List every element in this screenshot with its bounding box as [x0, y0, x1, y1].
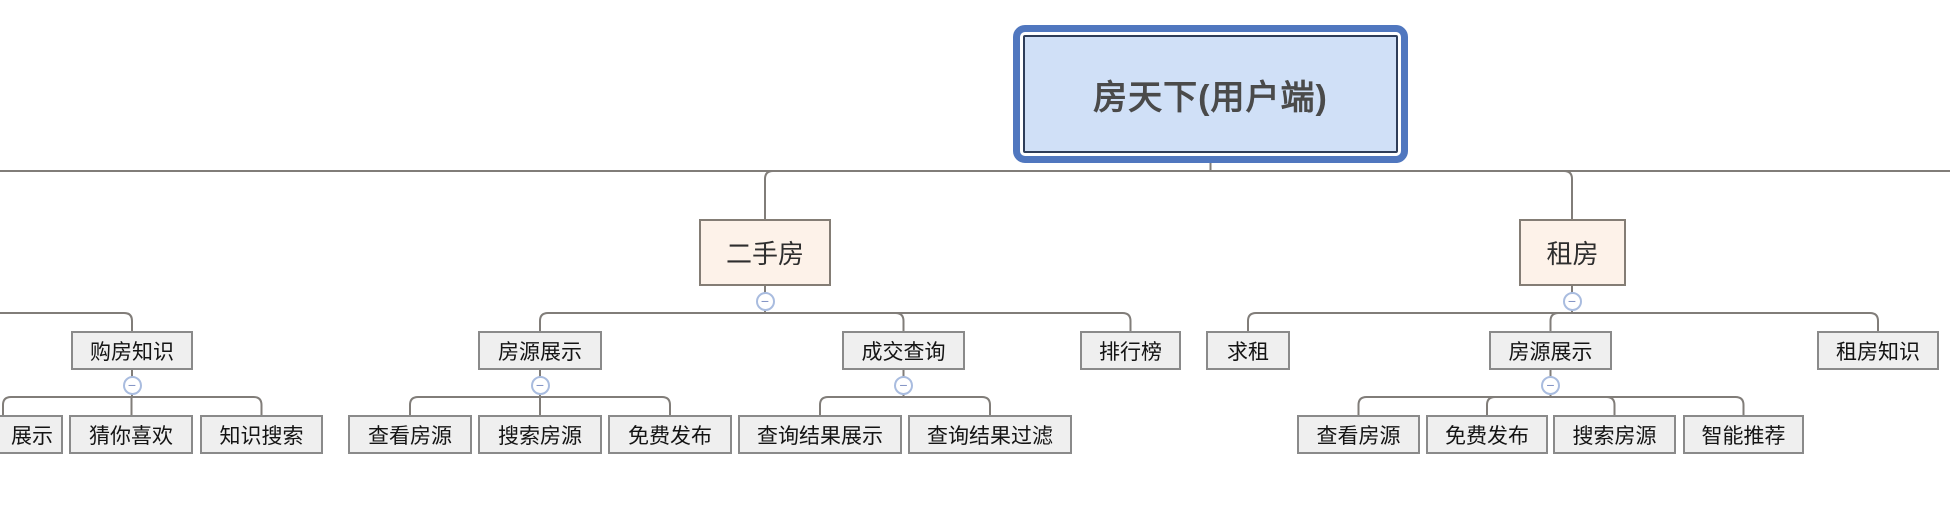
collapse-icon-chengjiao-chaxun[interactable]: −	[894, 375, 913, 395]
node-chaxun-jieguo-zhanshi[interactable]: 查询结果展示	[738, 415, 902, 454]
node-zufang-zhishi[interactable]: 租房知识	[1817, 331, 1939, 370]
node-sousuo-fangyuan-zf[interactable]: 搜索房源	[1553, 415, 1676, 454]
node-fangyuan-zhanshi-zf[interactable]: 房源展示	[1489, 331, 1612, 370]
node-paihangbang[interactable]: 排行榜	[1080, 331, 1181, 370]
node-sousuo-fangyuan-esf[interactable]: 搜索房源	[478, 415, 602, 454]
node-zhanshi-cutoff[interactable]: 展示	[0, 415, 63, 454]
node-ershoufang[interactable]: 二手房	[699, 219, 831, 286]
collapse-icon-goufang-zhishi[interactable]: −	[122, 375, 142, 395]
node-goufang-zhishi[interactable]: 购房知识	[71, 331, 193, 370]
node-chaxun-jieguo-guolv[interactable]: 查询结果过滤	[908, 415, 1072, 454]
collapse-icon-fangyuan-zhanshi-esf[interactable]: −	[530, 375, 550, 395]
node-root-label: 房天下(用户端)	[1023, 35, 1398, 153]
collapse-icon-fangyuan-zhanshi-zf[interactable]: −	[1541, 375, 1560, 395]
node-cainixihuan[interactable]: 猜你喜欢	[69, 415, 193, 454]
node-qiuzu[interactable]: 求租	[1206, 331, 1290, 370]
node-mianfei-fabu-esf[interactable]: 免费发布	[608, 415, 732, 454]
node-fangyuan-zhanshi-esf[interactable]: 房源展示	[478, 331, 602, 370]
node-chengjiao-chaxun[interactable]: 成交查询	[842, 331, 965, 370]
node-zhineng-tuijian[interactable]: 智能推荐	[1683, 415, 1804, 454]
node-zufang[interactable]: 租房	[1519, 219, 1626, 286]
node-mianfei-fabu-zf[interactable]: 免费发布	[1426, 415, 1548, 454]
collapse-icon-zufang[interactable]: −	[1562, 291, 1582, 311]
collapse-icon-ershoufang[interactable]: −	[755, 291, 775, 311]
node-zhishi-sousuo[interactable]: 知识搜索	[200, 415, 323, 454]
node-chakan-fangyuan-esf[interactable]: 查看房源	[348, 415, 472, 454]
node-chakan-fangyuan-zf[interactable]: 查看房源	[1297, 415, 1420, 454]
node-root[interactable]: 房天下(用户端)	[1013, 25, 1408, 163]
